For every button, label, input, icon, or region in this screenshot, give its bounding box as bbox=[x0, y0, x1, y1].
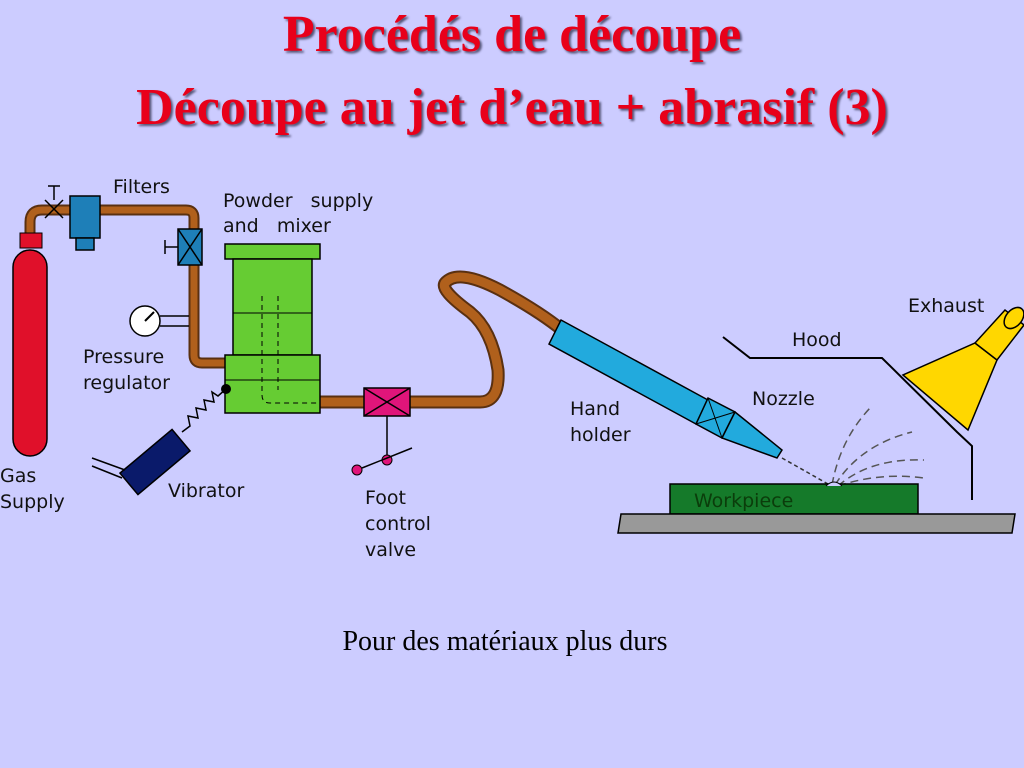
abrasive-jet bbox=[781, 407, 925, 487]
label-hood: Hood bbox=[792, 329, 842, 351]
label-workpiece: Workpiece bbox=[694, 490, 793, 512]
slide-subtitle: Découpe au jet d’eau + abrasif (3) bbox=[136, 79, 888, 136]
label-pressure-1: Pressure bbox=[83, 346, 164, 368]
label-powder-1: Powder supply bbox=[223, 190, 373, 212]
vibrator bbox=[91, 384, 231, 496]
filter bbox=[69, 195, 101, 251]
hand-holder bbox=[548, 318, 783, 459]
label-nozzle: Nozzle bbox=[752, 388, 815, 410]
workpiece bbox=[669, 481, 919, 515]
exhaust bbox=[901, 306, 1024, 432]
label-foot-3: valve bbox=[365, 539, 416, 561]
label-foot-2: control bbox=[365, 513, 431, 535]
label-filters: Filters bbox=[113, 176, 170, 198]
label-exhaust: Exhaust bbox=[908, 295, 984, 317]
pressure-gauge bbox=[129, 305, 189, 337]
hood bbox=[722, 336, 973, 500]
label-hand-1: Hand bbox=[570, 398, 620, 420]
gas-cylinder bbox=[12, 185, 64, 457]
slide-title: Procédés de découpe bbox=[282, 6, 742, 63]
label-gas-1: Gas bbox=[0, 465, 36, 487]
foot-control-valve bbox=[351, 387, 413, 476]
hose-lines bbox=[24, 204, 567, 409]
slide-caption: Pour des matériaux plus durs bbox=[342, 626, 668, 657]
label-vibrator: Vibrator bbox=[168, 480, 244, 502]
regulator-valve bbox=[164, 228, 203, 266]
label-powder-2: and mixer bbox=[223, 215, 331, 237]
label-pressure-2: regulator bbox=[83, 372, 170, 394]
label-hand-2: holder bbox=[570, 424, 631, 446]
powder-mixer bbox=[224, 243, 321, 414]
label-gas-2: Supply bbox=[0, 491, 65, 513]
work-table bbox=[617, 513, 1016, 534]
label-foot-1: Foot bbox=[365, 487, 406, 509]
